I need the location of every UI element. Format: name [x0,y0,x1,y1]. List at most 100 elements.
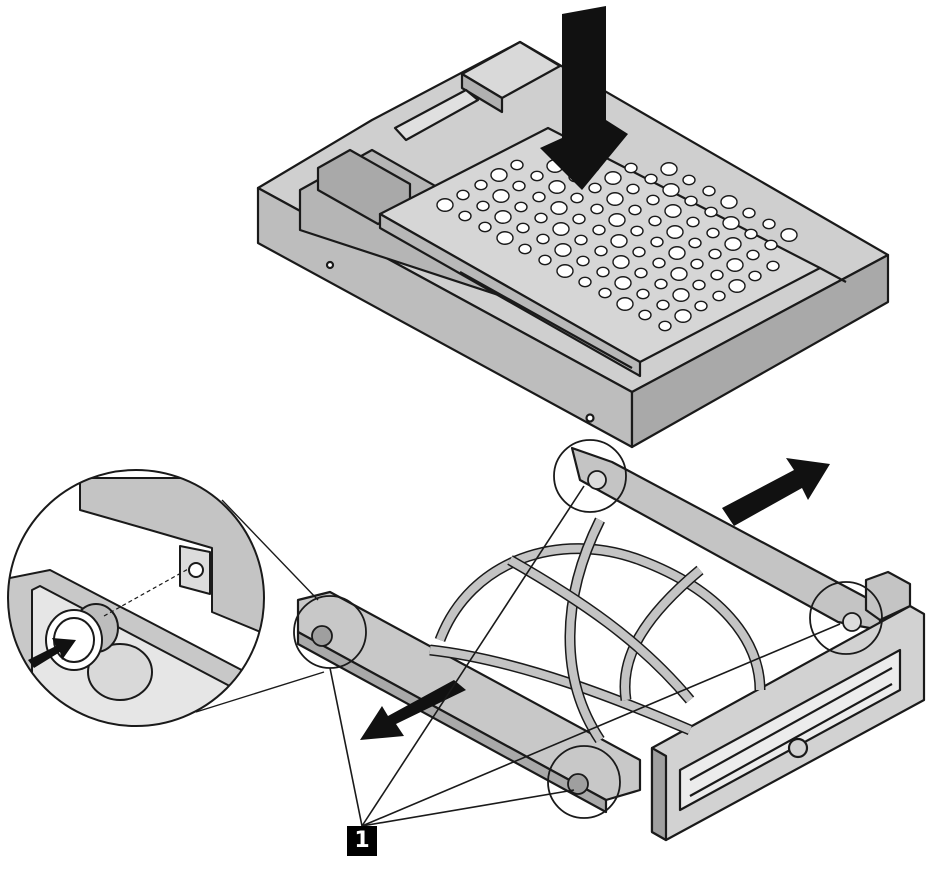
perforation-hole [654,278,668,290]
perforation-hole [536,233,550,245]
perforation-hole [576,255,590,267]
perforation-hole [458,210,472,222]
perforation-hole [530,170,544,182]
perforation-hole [604,171,622,185]
zoom-detail [7,469,265,727]
perforation-hole [672,288,690,302]
perforation-hole [668,246,686,260]
perforation-hole [706,227,720,239]
perforation-hole [660,162,678,176]
perforation-hole [656,299,670,311]
perforation-hole [634,267,648,279]
perforation-hole [742,207,756,219]
callout-number-badge: 1 [347,826,377,856]
perforation-hole [516,222,530,234]
perforation-hole [496,231,514,245]
perforation-hole [550,201,568,215]
perforation-hole [574,234,588,246]
perforation-hole [494,210,512,224]
perforation-hole [578,276,592,288]
perforation-hole [592,224,606,236]
perforation-hole [722,216,740,230]
perforation-hole [692,279,706,291]
adapter-side-face [630,253,890,449]
perforation-hole [518,243,532,255]
perforation-hole [492,189,510,203]
perforation-hole [780,228,798,242]
perforation-hole [688,237,702,249]
perforation-hole [748,270,762,282]
drive-plate-perforations [436,159,798,332]
down-arrow-icon [540,6,628,190]
perforation-hole [766,260,780,272]
perforation-hole [762,218,776,230]
perforation-hole [610,234,628,248]
perforation-hole [710,269,724,281]
perforation-hole [548,180,566,194]
tray-frame [296,446,926,842]
perforation-hole [648,215,662,227]
perforation-hole [720,195,738,209]
perforation-hole [724,237,742,251]
perforation-hole [638,309,652,321]
perforation-hole [456,189,470,201]
pin-rear-left [553,439,627,513]
perforation-hole [606,192,624,206]
perforation-hole [702,185,716,197]
perforation-hole [646,194,660,206]
perforation-hole [612,255,630,269]
perforation-hole [552,222,570,236]
perforation-hole [746,249,760,261]
perforation-hole [554,243,572,257]
perforation-hole [632,246,646,258]
perforation-hole [664,204,682,218]
perforation-hole [570,192,584,204]
perforation-hole [512,180,526,192]
perforation-hole [588,182,602,194]
perforation-hole [514,201,528,213]
perforation-hole [510,159,524,171]
perforation-hole [478,221,492,233]
perforation-hole [590,203,604,215]
callout-leaders [329,485,841,827]
perforation-hole [476,200,490,212]
perforation-hole [532,191,546,203]
perforation-hole [598,287,612,299]
tray-back-rail [570,446,882,632]
perforation-hole [682,174,696,186]
perforation-hole [686,216,700,228]
diagonal-arrow-icon [360,680,466,740]
perforation-hole [644,173,658,185]
perforation-hole [616,297,634,311]
perforation-hole [708,248,722,260]
perforation-hole [594,245,608,257]
perforation-hole [596,266,610,278]
perforation-hole [694,300,708,312]
push-arrow-icon [28,638,76,668]
perforation-hole [636,288,650,300]
perforation-hole [658,320,672,332]
perforation-hole [490,168,508,182]
perforation-hole [662,183,680,197]
pin-rear-right [809,581,883,655]
perforation-hole [624,162,638,174]
perforation-hole [650,236,664,248]
perforation-hole [572,213,586,225]
perforation-hole [626,183,640,195]
pin-front-right [547,745,621,819]
perforation-hole [614,276,632,290]
perforation-hole [728,279,746,293]
perforation-hole [666,225,684,239]
perforation-hole [652,257,666,269]
perforation-hole [726,258,744,272]
perforation-hole [474,179,488,191]
perforation-hole [744,228,758,240]
mounting-pins [293,439,883,819]
perforation-hole [538,254,552,266]
perforation-hole [712,290,726,302]
perforation-hole [630,225,644,237]
perforation-hole [556,264,574,278]
perforation-hole [684,195,698,207]
perforation-hole [674,309,692,323]
